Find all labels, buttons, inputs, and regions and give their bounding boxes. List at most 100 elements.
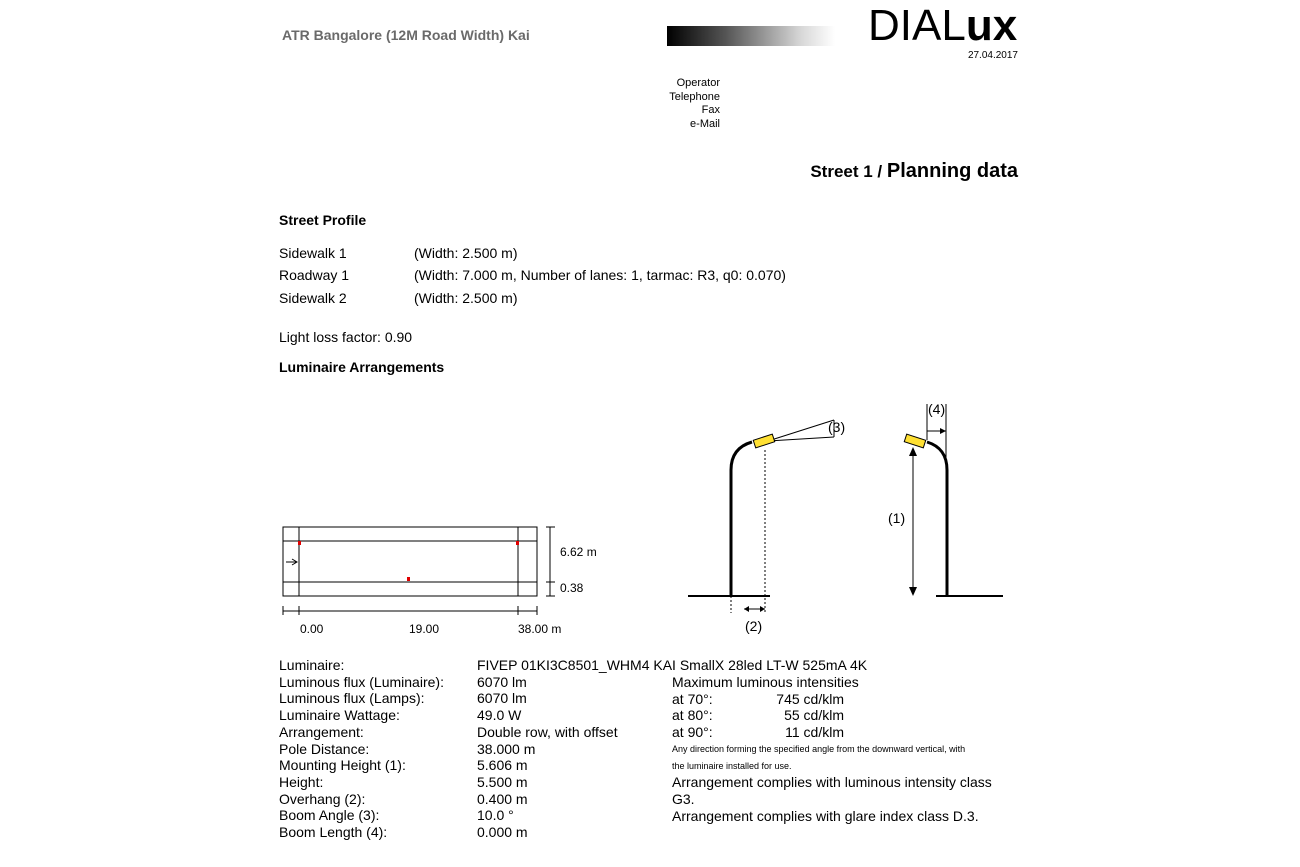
page-heading: Street 1 / Planning data [810,160,1018,183]
intensity-note: the luminaire installed for use. [672,760,792,771]
intensity-row: at 80°: 55 cd/klm [672,707,1022,724]
luminaire-name: FIVEP 01KI3C8501_WHM4 KAI SmallX 28led L… [477,657,868,673]
spec-value: 38.000 m [477,740,536,757]
axis-label: 19.00 [409,622,439,636]
profile-desc: (Width: 2.500 m) [414,245,518,261]
spec-row: Luminous flux (Lamps): 6070 lm [279,690,618,707]
axis-label: 0.00 [300,622,324,636]
profile-desc: (Width: 7.000 m, Number of lanes: 1, tar… [414,267,786,283]
spec-row: Luminous flux (Luminaire): 6070 lm [279,674,618,691]
spec-value: Double row, with offset [477,723,618,740]
intensity-angle: at 70°: [672,690,713,707]
compliance-intensity: Arrangement complies with luminous inten… [672,774,992,791]
spec-value: 0.400 m [477,790,528,807]
pole-right [926,440,949,596]
intensity-value: 55 cd/klm [784,707,844,724]
side-view-diagram [688,404,1003,613]
spec-label: Luminaire: [279,657,345,673]
dialux-logo: DIALux [868,4,1017,48]
height-arrowhead-bottom [909,587,917,596]
overhang-arrowhead [760,606,765,612]
spec-row: Luminaire: [279,657,618,674]
spec-row: Height: 5.500 m [279,774,618,791]
boom-arrowhead [940,428,946,434]
compliance-glare: Arrangement complies with glare index cl… [672,807,979,824]
spec-row: Arrangement: Double row, with offset [279,724,618,741]
spec-row: Boom Length (4): 0.000 m [279,824,618,841]
dim-label-top: 6.62 m [560,545,597,559]
spec-value: 5.500 m [477,773,528,790]
contact-fax: Fax [701,104,720,116]
angle-line [767,436,835,442]
compliance-intensity-class: G3. [672,790,695,807]
page-heading-title: Planning data [886,160,1018,182]
luminaire-head-left [752,433,776,449]
direction-arrowhead [291,558,298,566]
logo-bold-text: ux [965,1,1018,50]
spec-value: 0.000 m [477,824,528,841]
spec-row: Overhang (2): 0.400 m [279,791,618,808]
spec-label: Boom Angle (3): [279,807,380,824]
spec-value: 49.0 W [477,707,522,724]
street-profile-title: Street Profile [279,212,367,228]
profile-name: Sidewalk 1 [279,245,347,261]
intensity-value: 11 cd/klm [785,724,844,741]
spec-value: 10.0 ° [477,807,514,824]
spec-label: Mounting Height (1): [279,757,406,774]
contact-email: e-Mail [690,117,720,130]
spec-label: Luminous flux (Lamps): [279,690,425,707]
page-heading-prefix: Street 1 / [810,162,887,181]
label-boom-length: (4) [928,401,945,417]
plan-outline [282,526,538,597]
luminaire-marker [298,541,301,545]
intensities-title: Maximum luminous intensities [672,674,859,690]
plan-view-diagram [282,526,555,615]
spec-label: Arrangement: [279,723,364,740]
intensity-note: Any direction forming the specified angl… [672,743,966,754]
spec-label: Luminous flux (Luminaire): [279,673,444,690]
profile-name: Sidewalk 2 [279,290,347,306]
luminaire-specs: Luminaire: Luminous flux (Luminaire): 607… [279,657,618,841]
report-date: 27.04.2017 [967,50,1018,61]
spec-label: Overhang (2): [279,790,366,807]
height-arrowhead-top [909,447,917,456]
profile-row: Sidewalk 2 (Width: 2.500 m) [279,290,517,306]
label-overhang: (2) [745,618,762,634]
contact-operator: Operator [676,77,720,89]
spec-value: 6070 lm [477,690,527,707]
label-mounting-height: (1) [888,510,905,526]
spec-row: Pole Distance: 38.000 m [279,741,618,758]
spec-label: Luminaire Wattage: [279,707,400,724]
profile-row: Roadway 1 (Width: 7.000 m, Number of lane… [279,267,786,283]
spec-row: Mounting Height (1): 5.606 m [279,757,618,774]
profile-row: Sidewalk 1 (Width: 2.500 m) [279,245,517,261]
light-loss-factor: Light loss factor: 0.90 [279,329,413,345]
pole-left [729,440,753,596]
header-gradient-bar [667,26,835,46]
intensity-angle: at 80°: [672,707,713,724]
luminaire-marker [516,541,519,545]
contact-block: Operator Telephone Fax e-Mail [669,77,720,131]
profile-name: Roadway 1 [279,267,350,283]
intensity-row: at 70°:745 cd/klm [672,691,1022,708]
profile-desc: (Width: 2.500 m) [414,290,518,306]
spec-value: 6070 lm [477,673,527,690]
project-title: ATR Bangalore (12M Road Width) Kai [282,27,530,43]
spec-row: Boom Angle (3): 10.0 ° [279,807,618,824]
angle-line [767,419,835,442]
luminaire-marker [407,577,410,581]
spec-label: Pole Distance: [279,740,370,757]
luminous-intensities: Maximum luminous intensities at 70°:745 … [672,674,1022,824]
overhang-arrowhead [744,606,749,612]
spec-label: Height: [279,773,324,790]
luminaire-arrangements-title: Luminaire Arrangements [279,359,445,375]
spec-label: Boom Length (4): [279,824,388,841]
label-boom-angle: (3) [828,419,845,435]
spec-row: Luminaire Wattage: 49.0 W [279,707,618,724]
intensity-angle: at 90°: [672,724,713,741]
spec-value: 5.606 m [477,757,528,774]
axis-label: 38.00 m [518,622,561,636]
logo-thin-text: DIAL [868,1,966,50]
intensity-row: at 90°: 11 cd/klm [672,724,1022,741]
